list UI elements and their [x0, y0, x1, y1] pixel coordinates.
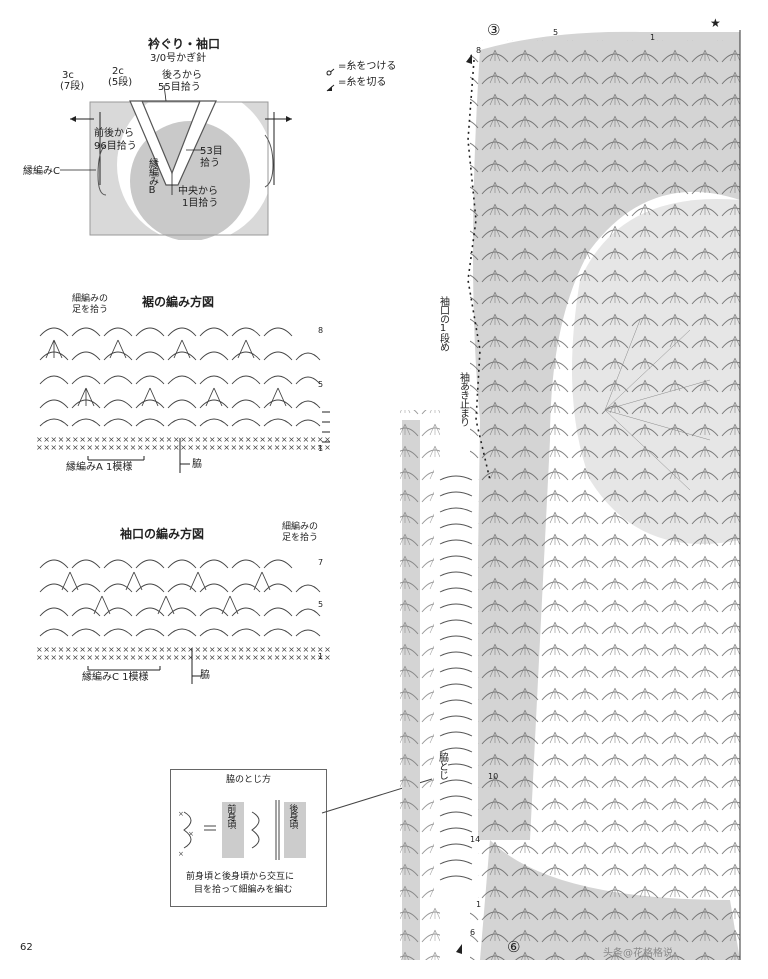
svg-text:××××××××××××××××××××××××××××××: ××××××××××××××××××××××××××××××××××××××××… [36, 645, 332, 654]
hem-row-8: 8 [318, 326, 324, 335]
side-seam-caption-1: 前身頃と後身頃から交互に [186, 872, 295, 882]
back-pickup-2: 55目拾う [158, 82, 201, 93]
svg-text:×: × [188, 830, 194, 838]
chart-num-1b: 1 [476, 900, 482, 909]
cuff-row-1: 1 [318, 652, 324, 661]
circle-3-marker: ③ [487, 21, 501, 39]
body-stitch-chart [400, 30, 741, 960]
chart-num-1: 1 [650, 33, 656, 42]
hem-note-2: 足を拾う [72, 305, 109, 315]
chart-num-8: 8 [476, 46, 482, 55]
label-5rows: (5段) [108, 77, 133, 88]
cuff-title: 袖口の編み方図 [120, 527, 205, 541]
label-7rows: (7段) [60, 81, 85, 92]
back-pickup-1: 後ろから [162, 70, 202, 81]
hem-note-1: 細編みの [72, 294, 109, 304]
pick53-2: 拾う [200, 158, 220, 169]
collar-schematic [60, 84, 292, 240]
collar-title: 衿ぐり・袖口 [148, 37, 221, 51]
pick53-1: 53目 [200, 146, 223, 157]
sleeve-row1-label: 袖口の1段め [437, 296, 449, 351]
legend-attach: =糸をつける [338, 61, 397, 72]
hem-repeat-label: 縁編みA 1模様 [66, 462, 133, 473]
label-2c: 2c [112, 66, 124, 77]
sleeve-stop-label: 袖あき止まり [457, 372, 469, 426]
legend-cut: =糸を切る [338, 77, 387, 88]
edge-b-label: 縁編みB [146, 158, 158, 195]
hem-row-1: 1 [318, 444, 324, 453]
frontback-pickup-1: 前後から [94, 128, 134, 139]
chart-num-5: 5 [553, 28, 559, 37]
center-pickup-2: 1目拾う [182, 198, 219, 209]
center-pickup-1: 中央から [178, 186, 218, 197]
cuff-repeat-label: 縁編みC 1模様 [82, 672, 149, 683]
side-seam-back: 後身頃 [287, 804, 298, 828]
hem-title: 裾の編み方図 [142, 295, 215, 309]
page-number: 62 [20, 942, 33, 953]
circle-6-marker: ⑥ [507, 938, 521, 956]
hem-side-label: 脇 [192, 459, 202, 470]
cuff-row-5: 5 [318, 600, 324, 609]
svg-text:××××××××××××××××××××××××××××××: ××××××××××××××××××××××××××××××××××××××××… [36, 653, 332, 662]
label-3c: 3c [62, 70, 74, 81]
svg-text:××××××××××××××××××××××××××××××: ××××××××××××××××××××××××××××××××××××××××… [36, 435, 332, 444]
side-join-label: 脇とじ [436, 752, 448, 779]
edge-c-label: 縁編みC [23, 166, 60, 177]
cuff-stitch-chart: ××××××××××××××××××××××××××××××××××××××××… [36, 559, 332, 684]
star-marker: ★ [710, 16, 721, 30]
chart-num-6: 6 [470, 928, 476, 937]
hem-row-5: 5 [318, 380, 324, 389]
watermark: 头条@花格格说 [603, 948, 673, 959]
svg-text:××××××××××××××××××××××××××××××: ××××××××××××××××××××××××××××××××××××××××… [36, 443, 332, 452]
side-seam-front: 前身頃 [225, 804, 236, 828]
svg-text:×: × [178, 810, 184, 818]
cuff-note-2: 足を拾う [282, 533, 319, 543]
cuff-note-1: 細編みの [282, 522, 319, 532]
side-seam-caption-2: 目を拾って細編みを編む [194, 885, 293, 895]
chart-num-10: 10 [488, 772, 499, 781]
svg-text:×: × [178, 850, 184, 858]
chart-num-14: 14 [470, 835, 481, 844]
side-seam-title: 脇のとじ方 [226, 775, 272, 785]
hem-stitch-chart: ××××××××××××××××××××××××××××××××××××××××… [36, 327, 332, 473]
cut-yarn-icon [326, 77, 336, 92]
cuff-row-7: 7 [318, 558, 324, 567]
hook-size: 3/0号かぎ針 [150, 53, 207, 64]
attach-yarn-icon [326, 61, 336, 76]
side-seam-diagram: × × × [178, 800, 306, 860]
cuff-side-label: 脇 [200, 670, 210, 681]
frontback-pickup-2: 96目拾う [94, 141, 137, 152]
